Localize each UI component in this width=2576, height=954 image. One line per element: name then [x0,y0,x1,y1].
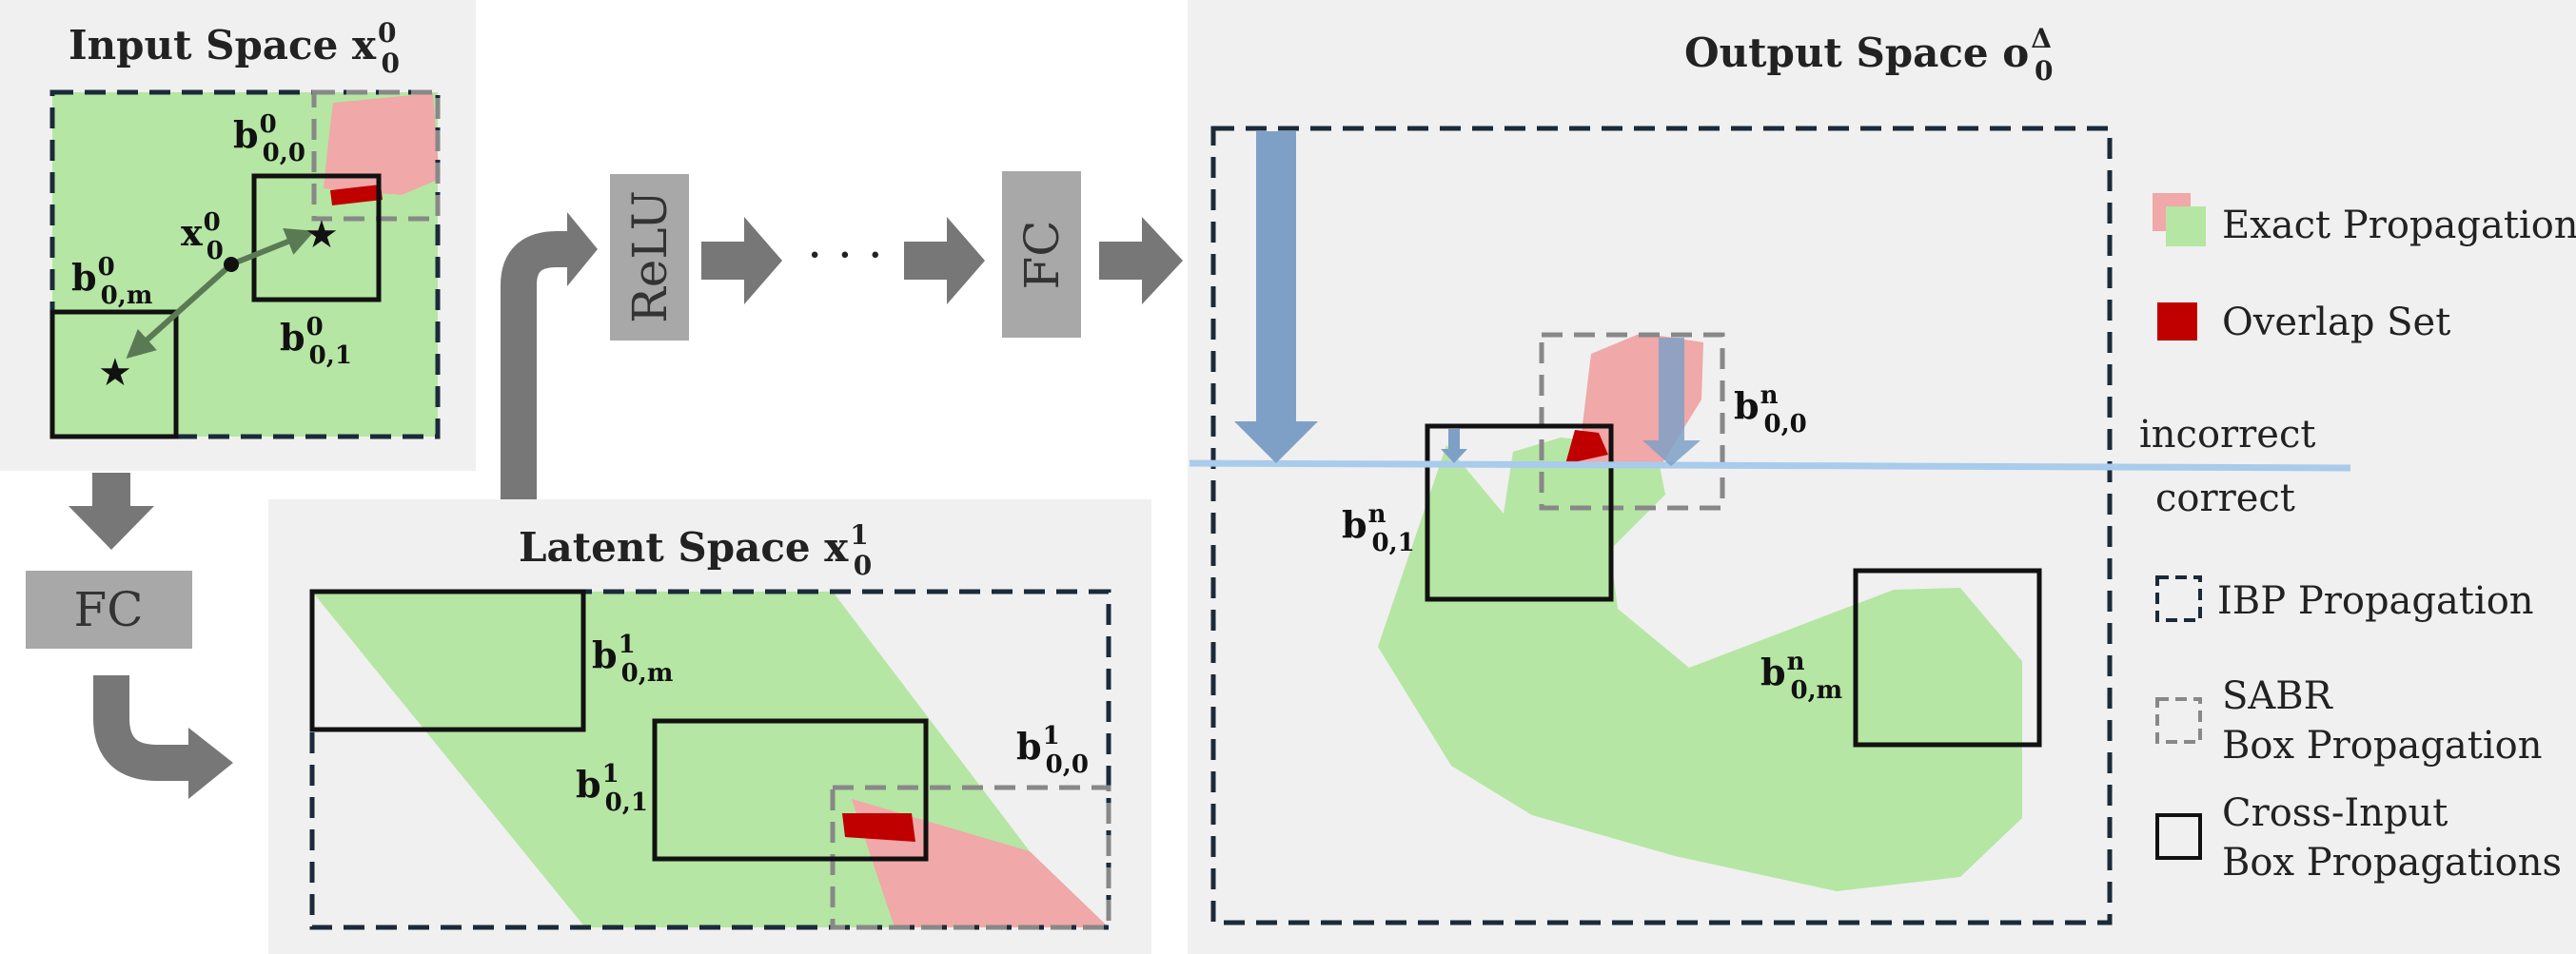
input-arrow-to-b01 [229,228,315,267]
legend-overlap-label: Overlap Set [2222,301,2450,344]
fc-block-right-label: FC [1014,221,1070,290]
fc-block-left [26,571,192,649]
decision-boundary [1189,459,2351,472]
fc-block-left-label: FC [74,582,144,637]
input-arrow-to-b0m [126,262,234,360]
label-correct: correct [2155,477,2295,520]
output-ibp-box [1210,126,2113,925]
curved-arrow-head [188,728,233,799]
legend-sabr-swatch [2155,697,2202,744]
arrow-fc-to-output [1099,217,1183,304]
legend-sabr-label-1: SABR [2222,674,2334,718]
arrow-down-input-to-fc [69,473,154,550]
latent-cross-box-b0m [309,589,586,732]
output-cross-box-b0m [1853,568,2042,748]
output-sabr-box-b00 [1539,332,1725,511]
legend-exact-green-swatch [2166,206,2206,246]
output-green-region [1378,438,2022,891]
relu-block [610,174,689,341]
arrow-relu-to-ellipsis [701,217,782,304]
legend-cross-label-1: Cross-Input [2222,791,2448,835]
input-sabr-box-b00 [311,89,441,222]
legend-ibp-swatch [2155,575,2202,622]
input-overlap-set [330,185,383,205]
input-point-x00 [224,257,239,272]
arrow-head-to-relu [567,212,598,286]
legend-exact-label: Exact Propagation [2222,204,2576,247]
star-icon: ★ [98,351,132,395]
relu-block-label: ReLU [622,190,678,323]
latent-cross-box-b01 [652,718,929,862]
output-sabr-margin-arrow [1642,338,1701,466]
arrow-ellipsis-to-fc [904,217,985,304]
legend: Exact Propagation Overlap Set IBP Propag… [2153,193,2576,885]
legend-sabr-label-2: Box Propagation [2222,724,2542,768]
label-incorrect: incorrect [2139,413,2315,457]
legend-cross-label-2: Box Propagations [2222,841,2562,885]
input-cross-box-b01 [251,173,382,302]
latent-ibp-box [309,589,1111,930]
output-cross-box-b01 [1425,423,1614,602]
legend-overlap-swatch [2157,302,2197,341]
input-cross-box-b0m [49,309,179,439]
curved-arrow-fc-to-latent [93,675,190,781]
output-overlap-set [1565,430,1608,464]
legend-ibp-label: IBP Propagation [2217,579,2534,623]
curved-arrow-latent-to-relu [501,231,569,499]
latent-red-region [852,799,1109,927]
star-icon: ★ [305,213,339,257]
latent-overlap-set [842,813,915,842]
input-red-region [324,93,440,195]
fc-block-right [1002,171,1081,338]
input-ibp-box [49,89,441,439]
output-cross-margin-arrow [1441,429,1467,463]
legend-cross-swatch [2155,813,2202,860]
output-ibp-margin-arrow [1234,131,1318,463]
ellipsis: · · · [807,227,882,282]
